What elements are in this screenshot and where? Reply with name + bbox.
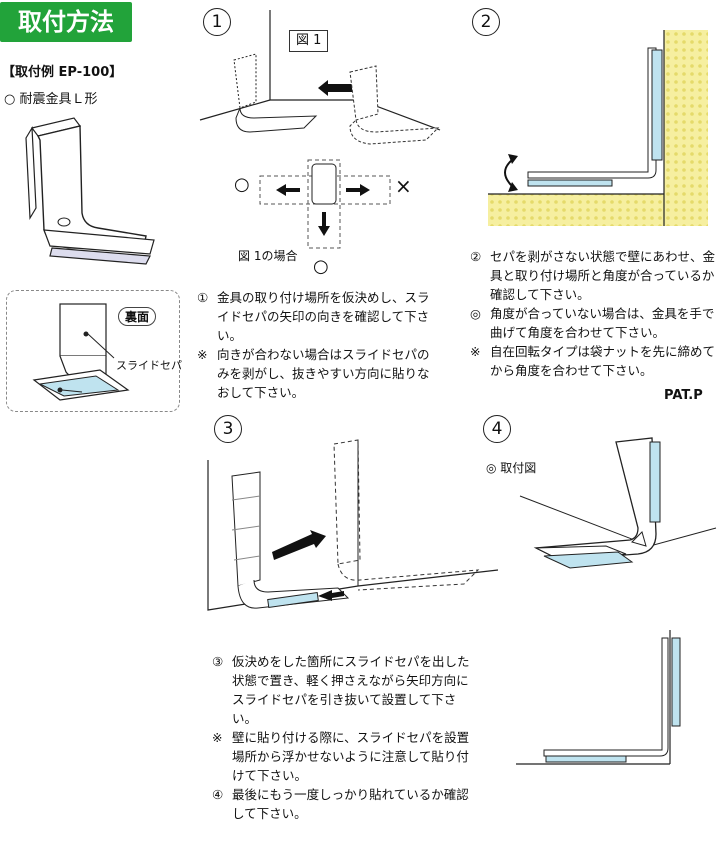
step3-line-2-text: 壁に貼り付ける際に、スライドセパを設置場所から浮かせないように注意して貼り付けて… bbox=[232, 730, 470, 783]
step1-room-illustration bbox=[199, 10, 441, 145]
step2-line-3-mark: ※ bbox=[470, 344, 481, 359]
step3-line-2-mark: ※ bbox=[212, 730, 223, 745]
step2-line-1-text: セパを剥がさない状態で壁にあわせ、金具と取り付け場所と角度が合っているか確認して… bbox=[490, 249, 716, 302]
page-title: 取付方法 bbox=[0, 2, 132, 42]
step2-line-2: ◎ 角度が合っていない場合は、金具を手で曲げて角度を合わせて下さい。 bbox=[470, 304, 718, 342]
step1-line-2-mark: ※ bbox=[197, 347, 208, 362]
slide-label: スライドセパ bbox=[116, 359, 182, 372]
installed-figure-label: ◎ 取付図 bbox=[486, 461, 537, 475]
step1-instructions: ① 金具の取り付け場所を仮決めし、スライドセパの矢印の向きを確認して下さい。 ※ 向… bbox=[197, 288, 433, 402]
step1-line-2: ※ 向きが合わない場合はスライドセパのみを剥がし、抜きやすい方向に貼りなおして下さ… bbox=[197, 345, 433, 402]
step3-line-2: ※ 壁に貼り付ける際に、スライドセパを設置場所から浮かせないように注意して貼り付け… bbox=[212, 728, 474, 785]
step1-arrow-diagram bbox=[259, 159, 391, 249]
step3-line-3-mark: ④ bbox=[212, 787, 224, 802]
step3-line-3-text: 最後にもう一度しっかり貼れているか確認して下さい。 bbox=[232, 787, 469, 821]
step2-line-1: ② セパを剥がさない状態で壁にあわせ、金具と取り付け場所と角度が合っているか確認し… bbox=[470, 247, 718, 304]
step2-line-1-mark: ② bbox=[470, 249, 482, 264]
step1-line-1-text: 金具の取り付け場所を仮決めし、スライドセパの矢印の向きを確認して下さい。 bbox=[217, 290, 430, 343]
ok-mark-left: ○ bbox=[234, 174, 250, 195]
back-side-illustration bbox=[32, 303, 130, 401]
step1-line-1: ① 金具の取り付け場所を仮決めし、スライドセパの矢印の向きを確認して下さい。 bbox=[197, 288, 433, 345]
step2-line-2-text: 角度が合っていない場合は、金具を手で曲げて角度を合わせて下さい。 bbox=[490, 306, 715, 340]
step2-line-2-mark: ◎ bbox=[470, 306, 481, 321]
patent-pending: PAT.P bbox=[664, 388, 703, 403]
step3-line-3: ④ 最後にもう一度しっかり貼れているか確認して下さい。 bbox=[212, 785, 474, 823]
ok-mark-bottom: ○ bbox=[313, 256, 329, 277]
example-heading: 【取付例 EP-100】 bbox=[2, 65, 123, 80]
figure-1-label: 図 1 bbox=[289, 30, 329, 52]
step4-side-view bbox=[516, 630, 681, 765]
step3-line-1-mark: ③ bbox=[212, 654, 224, 669]
step1-line-2-text: 向きが合わない場合はスライドセパのみを剥がし、抜きやすい方向に貼りなおして下さい… bbox=[217, 347, 430, 400]
step2-wall-illustration bbox=[488, 30, 708, 226]
step-1-number: 1 bbox=[203, 8, 231, 36]
step-3-number: 3 bbox=[214, 415, 242, 443]
step2-line-3: ※ 自在回転タイプは袋ナットを先に締めてから角度を合わせて下さい。 bbox=[470, 342, 718, 380]
step3-illustration bbox=[207, 439, 499, 611]
step1-line-1-mark: ① bbox=[197, 290, 209, 305]
ng-mark-right: × bbox=[395, 174, 412, 198]
step-4-number: 4 bbox=[483, 415, 511, 443]
step4-installed-illustration bbox=[519, 437, 717, 569]
back-label: 裏面 bbox=[118, 307, 157, 326]
back-side-box bbox=[6, 290, 180, 412]
step3-line-1-text: 仮決めをした箇所にスライドセパを出した状態で置き、軽く押さえながら矢印方向にスラ… bbox=[232, 654, 470, 726]
step3-instructions: ③ 仮決めをした箇所にスライドセパを出した状態で置き、軽く押さえながら矢印方向にス… bbox=[212, 652, 474, 823]
step3-line-1: ③ 仮決めをした箇所にスライドセパを出した状態で置き、軽く押さえながら矢印方向にス… bbox=[212, 652, 474, 728]
bracket-illustration bbox=[25, 117, 155, 265]
figure-1-case: 図 1の場合 bbox=[238, 249, 298, 263]
step-2-number: 2 bbox=[472, 8, 500, 36]
step2-instructions: ② セパを剥がさない状態で壁にあわせ、金具と取り付け場所と角度が合っているか確認し… bbox=[470, 247, 718, 380]
step2-line-3-text: 自在回転タイプは袋ナットを先に締めてから角度を合わせて下さい。 bbox=[490, 344, 716, 378]
example-product: ○ 耐震金具Ｌ形 bbox=[4, 92, 98, 107]
